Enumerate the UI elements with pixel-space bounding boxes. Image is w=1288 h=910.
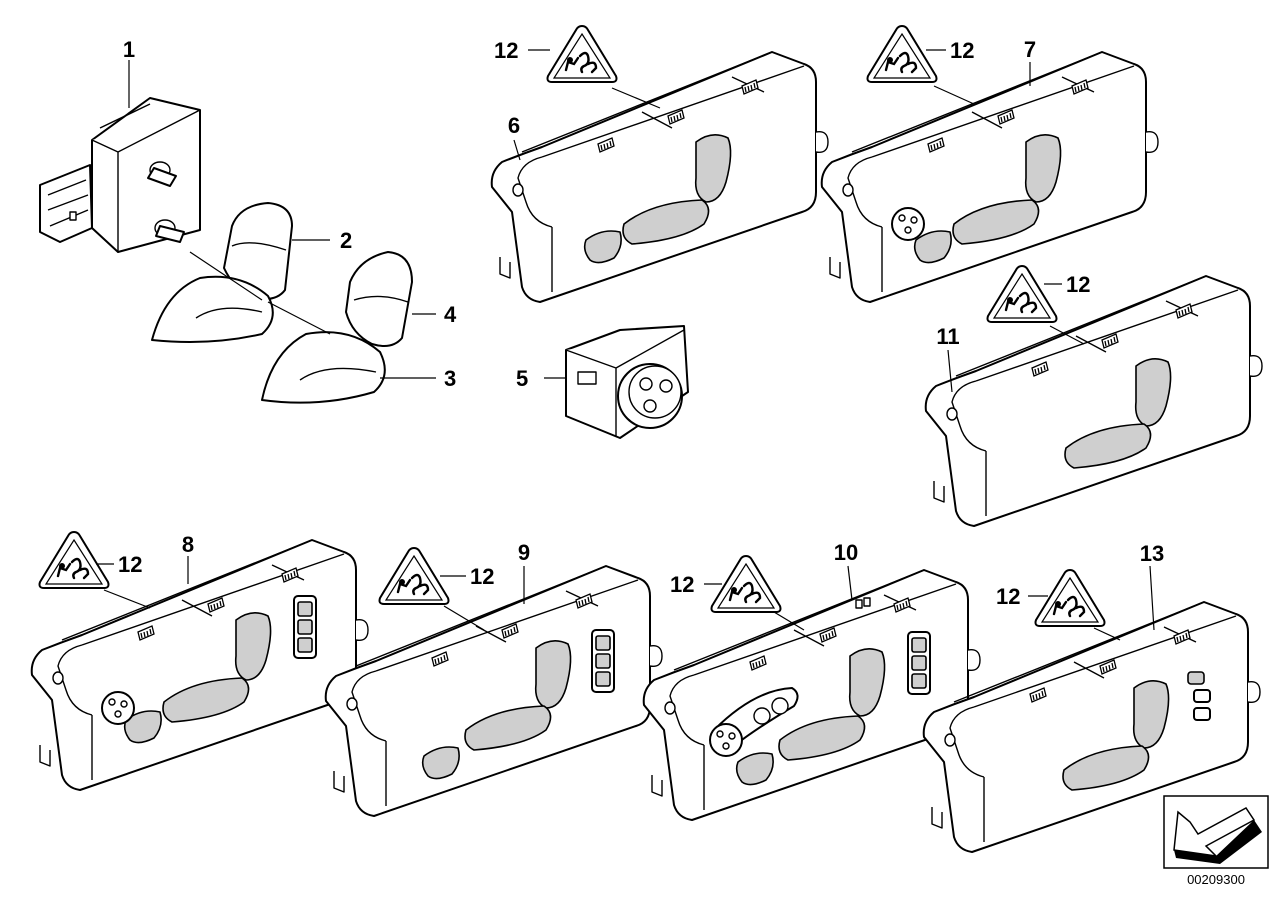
warning-triangle-6 [546,24,618,84]
direction-arrow-icon [1163,795,1269,869]
part-2-knob-cap [223,202,293,300]
callout-11: 11 [936,324,959,349]
part-5-rotary-switch [565,325,689,439]
callout-9: 9 [518,540,530,565]
callout-12-e: 12 [470,564,494,589]
callout-7: 7 [1024,37,1036,62]
warning-triangle-7 [866,24,938,84]
callout-10: 10 [834,540,858,565]
part-1-control-module [39,97,201,253]
callout-12-g: 12 [996,584,1020,609]
part-7-seat-switch [820,51,1159,303]
callout-3: 3 [444,366,456,391]
callout-12-d: 12 [118,552,142,577]
assembly-lines [189,251,331,335]
warning-triangle-8 [38,530,110,590]
warning-triangle-11 [986,264,1058,324]
part-10-seat-switch [642,569,981,821]
document-number: 00209300 [1187,872,1245,887]
callout-12-a: 12 [494,38,518,63]
part-8-seat-switch [30,539,369,791]
part-9-seat-switch [324,565,663,817]
callout-12-c: 12 [1066,272,1090,297]
callout-4: 4 [444,302,457,327]
warning-triangle-13 [1034,568,1106,628]
callout-1: 1 [123,37,135,62]
part-6-seat-switch [490,51,829,303]
callout-12-f: 12 [670,572,694,597]
part-4-knob-cap [345,251,413,347]
callout-6: 6 [508,113,520,138]
callout-2: 2 [340,228,352,253]
part-3-knob-base [261,331,386,404]
callout-5: 5 [516,366,528,391]
callout-12-b: 12 [950,38,974,63]
part-11-seat-switch [924,275,1263,527]
callout-8: 8 [182,532,194,557]
part-2-knob-base [151,275,274,343]
warning-triangle-9 [378,546,450,606]
callout-13: 13 [1140,541,1164,566]
part-13-seat-switch [922,601,1261,853]
